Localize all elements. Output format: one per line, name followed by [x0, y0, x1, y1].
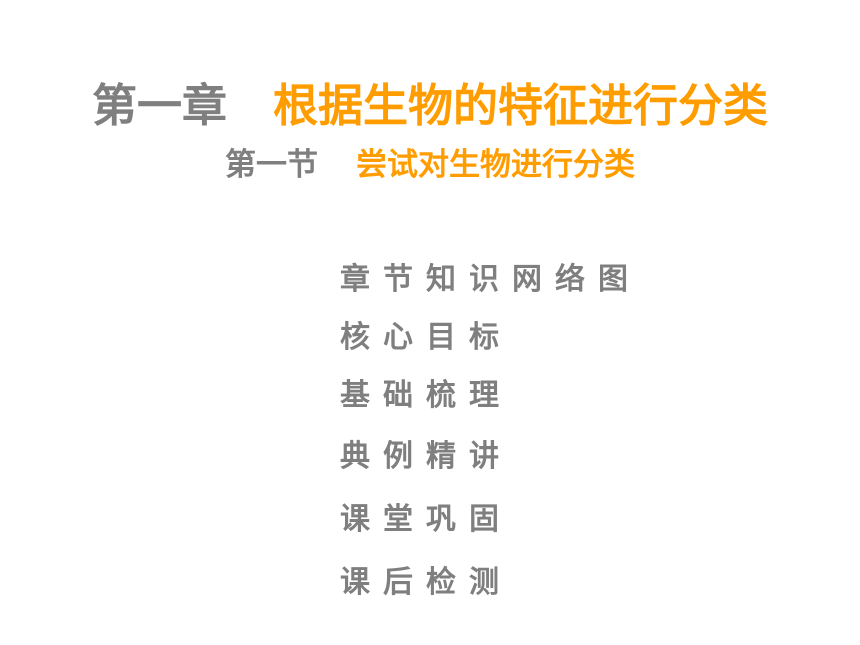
chapter-label: 第一章: [91, 79, 227, 132]
menu-item-after-class-test[interactable]: 课后检测: [340, 565, 512, 600]
section-heading: 第一节 尝试对生物进行分类: [0, 144, 860, 186]
menu-item-basics-review[interactable]: 基础梳理: [340, 378, 512, 413]
section-label: 第一节: [225, 147, 318, 183]
menu-item-core-goals[interactable]: 核心目标: [340, 320, 512, 355]
menu-item-example-explanation[interactable]: 典例精讲: [340, 439, 512, 474]
chapter-title: 根据生物的特征进行分类: [273, 79, 769, 132]
menu-item-class-consolidation[interactable]: 课堂巩固: [340, 502, 512, 537]
menu-item-knowledge-map[interactable]: 章节知识网络图: [340, 262, 641, 297]
section-title: 尝试对生物进行分类: [356, 147, 635, 183]
chapter-heading: 第一章根据生物的特征进行分类: [0, 76, 860, 136]
